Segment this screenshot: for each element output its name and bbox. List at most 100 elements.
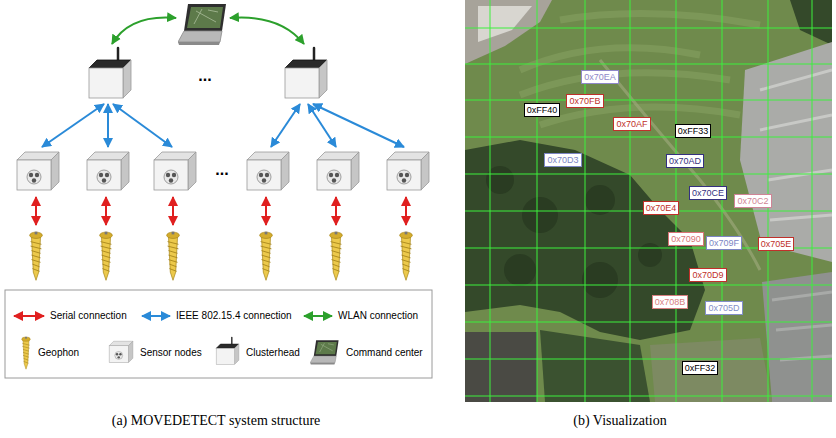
legend-text: Geophon xyxy=(38,347,79,358)
legend-laptop-sample xyxy=(310,340,338,364)
geophone-icon xyxy=(330,232,343,281)
grid-line xyxy=(465,285,832,286)
node-id-tag: 0x7090 xyxy=(668,232,704,246)
ellipsis: ... xyxy=(215,160,228,179)
legend-entry: WLAN connection xyxy=(338,310,418,322)
legend-text: Serial connection xyxy=(50,310,127,321)
legend-text: Sensor nodes xyxy=(140,347,202,358)
legend-text: Clusterhead xyxy=(246,347,300,358)
serial-arrow xyxy=(35,197,37,225)
legend-serial-sample xyxy=(14,315,44,317)
building xyxy=(762,272,832,402)
tree-crown xyxy=(582,262,618,298)
node-id-text: 0x705D xyxy=(708,302,739,314)
node-id-text: 0x70AD xyxy=(669,155,701,167)
serial-arrows xyxy=(36,197,406,225)
wlan-arrow xyxy=(112,18,176,44)
geophone-icon xyxy=(167,232,180,281)
grid-line xyxy=(465,100,832,101)
legend-text: IEEE 802.15.4 connection xyxy=(176,310,292,321)
node-id-text: 0x709F xyxy=(709,237,739,249)
node-id-tag: 0x70E4 xyxy=(643,201,680,215)
sensor-node-icon xyxy=(387,152,429,190)
legend-entry: Serial connection xyxy=(50,310,127,322)
node-id-tag: 0x70CE xyxy=(689,186,727,200)
lawn xyxy=(650,338,772,402)
node-id-tag: 0xFF32 xyxy=(682,361,719,375)
building xyxy=(465,0,552,64)
grid-line xyxy=(465,64,832,65)
radio-arrows xyxy=(42,104,404,147)
legend-radio-sample xyxy=(142,315,170,317)
node-id-tag: 0x70FB xyxy=(566,94,603,108)
tree-crown xyxy=(504,254,536,286)
tree-crowns xyxy=(486,166,662,298)
grid-line xyxy=(465,322,832,323)
grid-line xyxy=(537,0,538,402)
building xyxy=(465,332,537,402)
serial-arrow xyxy=(172,197,174,225)
node-id-text: 0xFF40 xyxy=(527,104,558,116)
grid-line xyxy=(490,0,491,402)
node-id-tag: 0x70D3 xyxy=(544,153,581,167)
node-id-text: 0x70E4 xyxy=(646,202,677,214)
trees xyxy=(540,330,650,402)
node-id-tag: 0x70AD xyxy=(666,154,704,168)
node-id-text: 0x70D3 xyxy=(547,154,578,166)
radio-arrow xyxy=(271,104,300,147)
node-id-text: 0x70D9 xyxy=(692,269,723,281)
roof-lines xyxy=(772,292,832,360)
node-id-text: 0x708B xyxy=(655,296,686,308)
legend-clusterhead-sample xyxy=(216,338,239,365)
serial-arrow xyxy=(405,197,407,225)
legend-entry: Sensor nodes xyxy=(140,347,202,359)
aerial-map xyxy=(465,0,832,402)
radio-arrow xyxy=(107,104,109,147)
node-id-text: 0x705E xyxy=(761,238,792,250)
stripe xyxy=(560,14,760,25)
node-id-tag: 0xFF40 xyxy=(524,103,561,117)
grid-line xyxy=(465,359,832,360)
radio-arrow xyxy=(42,104,104,147)
node-id-text: 0x70C2 xyxy=(737,195,768,207)
serial-arrow xyxy=(335,197,337,225)
grid-line xyxy=(812,0,813,402)
node-id-tag: 0x70AF xyxy=(613,117,650,131)
legend-wlan-sample xyxy=(304,315,332,317)
radio-arrow xyxy=(308,104,336,147)
node-id-tag: 0x708B xyxy=(652,295,689,309)
building xyxy=(740,42,832,262)
legend-entry: Command center xyxy=(346,347,423,359)
legend-entry: IEEE 802.15.4 connection xyxy=(176,310,292,322)
sensor-node-icon xyxy=(154,152,196,190)
grid-line xyxy=(465,137,832,138)
node-id-tag: 0x705D xyxy=(705,301,742,315)
node-id-text: 0x7090 xyxy=(671,233,701,245)
grass xyxy=(465,0,832,402)
roof xyxy=(478,6,532,42)
system-structure xyxy=(5,4,432,378)
command-center-icon xyxy=(178,4,226,45)
grid-line xyxy=(722,0,723,402)
grid-line xyxy=(585,0,586,402)
grid-line xyxy=(465,28,832,29)
serial-arrow xyxy=(105,197,107,225)
grid-line xyxy=(465,396,832,397)
sensor-node-icon xyxy=(87,152,129,190)
grid-line xyxy=(630,0,631,402)
geophone-icon xyxy=(100,232,113,281)
legend-box xyxy=(5,290,432,378)
node-id-tag: 0x70D9 xyxy=(689,268,726,282)
geophone-icon xyxy=(260,232,273,281)
node-id-text: 0x70CE xyxy=(692,187,724,199)
trees xyxy=(790,0,832,45)
node-id-text: 0x70FB xyxy=(569,95,600,107)
serial-arrow xyxy=(265,197,267,225)
legend-geophone-sample xyxy=(22,337,30,369)
node-id-text: 0xFF33 xyxy=(678,125,709,137)
legend-text: WLAN connection xyxy=(338,310,418,321)
legend-text: Command center xyxy=(346,347,423,358)
ellipsis: ... xyxy=(198,66,211,85)
tree-crown xyxy=(638,243,662,267)
